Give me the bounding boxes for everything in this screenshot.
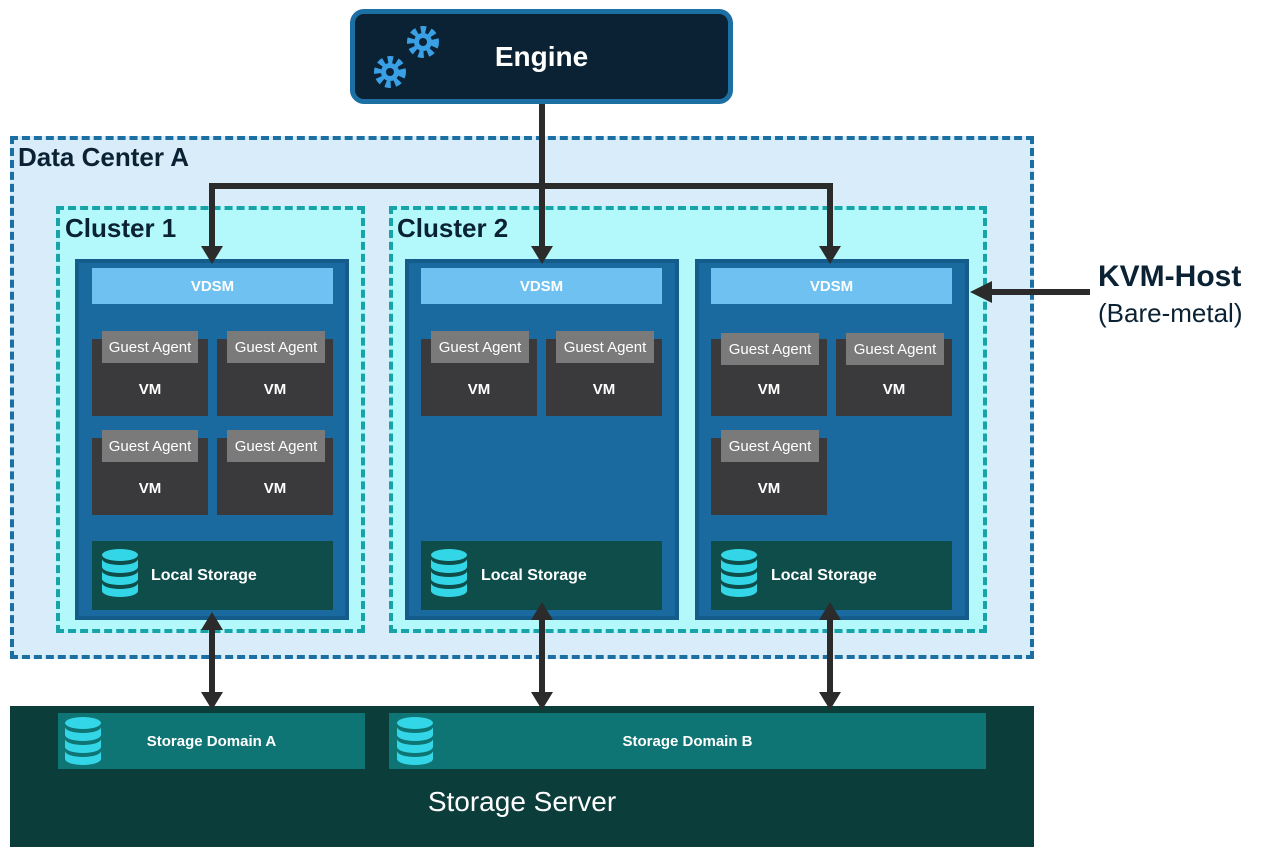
database-icon <box>397 717 433 765</box>
guest-agent: Guest Agent <box>102 430 198 462</box>
data-center-label: Data Center A <box>18 142 189 172</box>
vm-label: VM <box>467 381 491 398</box>
database-icon <box>721 549 757 597</box>
vm-label: VM <box>757 480 781 497</box>
guest-agent: Guest Agent <box>721 430 819 462</box>
storage-links <box>209 612 833 697</box>
storage-domain-b: Storage Domain B <box>389 713 986 769</box>
guest-agent: Guest Agent <box>227 331 325 363</box>
vm-label: VM <box>138 381 162 398</box>
arrowheads-down <box>201 246 841 264</box>
kvm-host-arrow <box>970 281 1090 303</box>
engine-label: Engine <box>494 40 589 72</box>
vdsm: VDSM <box>421 268 662 304</box>
database-icon <box>65 717 101 765</box>
database-icon <box>431 549 467 597</box>
vdsm: VDSM <box>711 268 952 304</box>
guest-agent: Guest Agent <box>102 331 198 363</box>
engine-box <box>350 9 733 104</box>
vm-label: VM <box>757 381 781 398</box>
guest-agent: Guest Agent <box>556 331 654 363</box>
vm-label: VM <box>882 381 906 398</box>
gears-icon <box>378 30 435 84</box>
cluster-2-label: Cluster 2 <box>397 213 509 243</box>
database-icon <box>102 549 138 597</box>
guest-agent: Guest Agent <box>721 333 819 365</box>
vm-label: VM <box>592 381 616 398</box>
vm-label: VM <box>263 480 287 497</box>
storage-domain-a: Storage Domain A <box>58 713 365 769</box>
guest-agent: Guest Agent <box>227 430 325 462</box>
storage-server-label: Storage Server <box>427 786 617 817</box>
guest-agent: Guest Agent <box>846 333 944 365</box>
cluster-1-label: Cluster 1 <box>65 213 177 243</box>
kvm-host-subtitle: (Bare-metal) <box>1098 298 1243 328</box>
guest-agent: Guest Agent <box>431 331 529 363</box>
arrowheads-bidirectional <box>201 602 841 710</box>
kvm-host-title: KVM-Host <box>1098 260 1242 293</box>
vm-label: VM <box>263 381 287 398</box>
engine-links <box>209 104 833 248</box>
vm-label: VM <box>138 480 162 497</box>
vdsm: VDSM <box>92 268 333 304</box>
